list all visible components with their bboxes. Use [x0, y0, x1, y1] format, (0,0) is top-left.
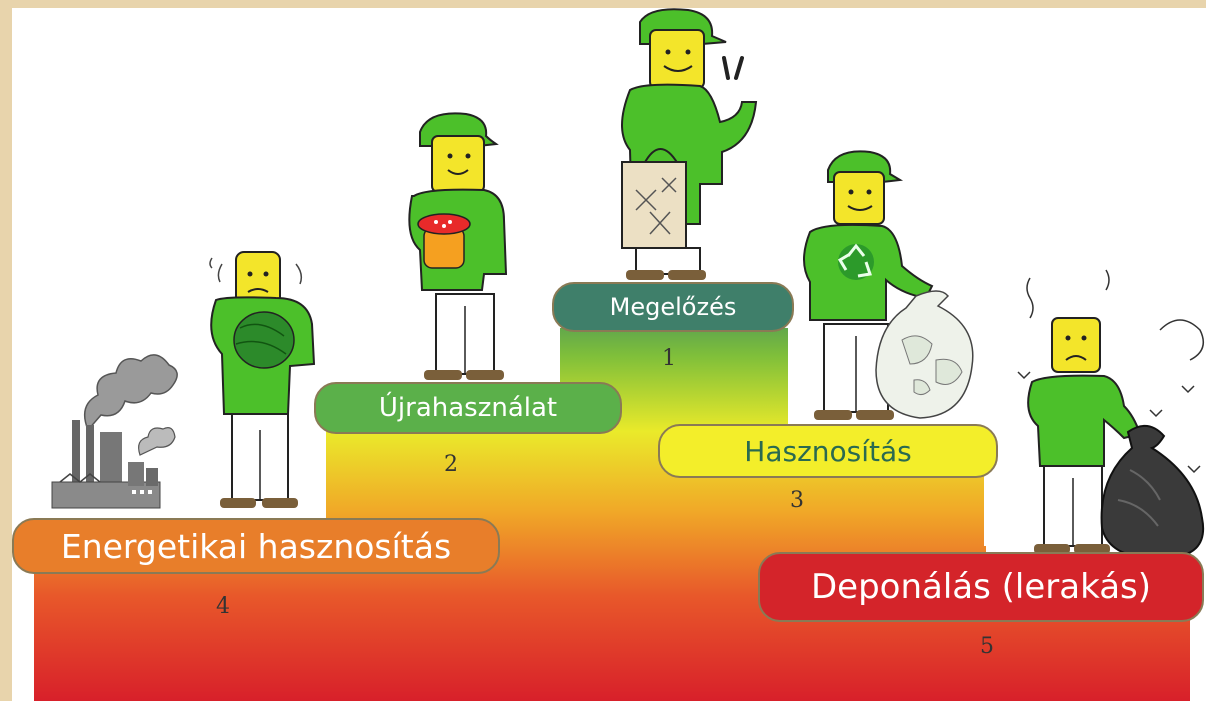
- figure-deponalas: [1017, 269, 1205, 560]
- tote-bag-icon: [621, 148, 687, 249]
- factory-icon: [51, 354, 178, 509]
- tier-number-4: 4: [216, 594, 230, 619]
- tier-number-3: 3: [790, 488, 804, 513]
- tier-label-deponalas: Deponálás (lerakás): [758, 552, 1204, 622]
- tier-number-5: 5: [980, 634, 994, 659]
- jar-icon: [417, 213, 471, 269]
- tier-label-hasznositas: Hasznosítás: [658, 424, 998, 478]
- tier-number-1: 1: [662, 346, 676, 371]
- fly-icon: [1017, 269, 1205, 474]
- figure-ujrahasznalat: [408, 112, 508, 380]
- figure-megelozes: [621, 8, 758, 280]
- tier-label-energetikai: Energetikai hasznosítás: [12, 518, 500, 574]
- tier-number-2: 2: [444, 452, 458, 477]
- trash-bag-icon: [1100, 425, 1205, 560]
- tier-label-megelozes: Megelőzés: [552, 282, 794, 332]
- figure-hasznositas: [803, 150, 974, 420]
- tier-label-ujrahasznalat: Újrahasználat: [314, 382, 622, 434]
- figure-energetikai: [209, 251, 316, 508]
- clear-bag-icon: [875, 290, 974, 419]
- recycle-icon: [837, 243, 874, 280]
